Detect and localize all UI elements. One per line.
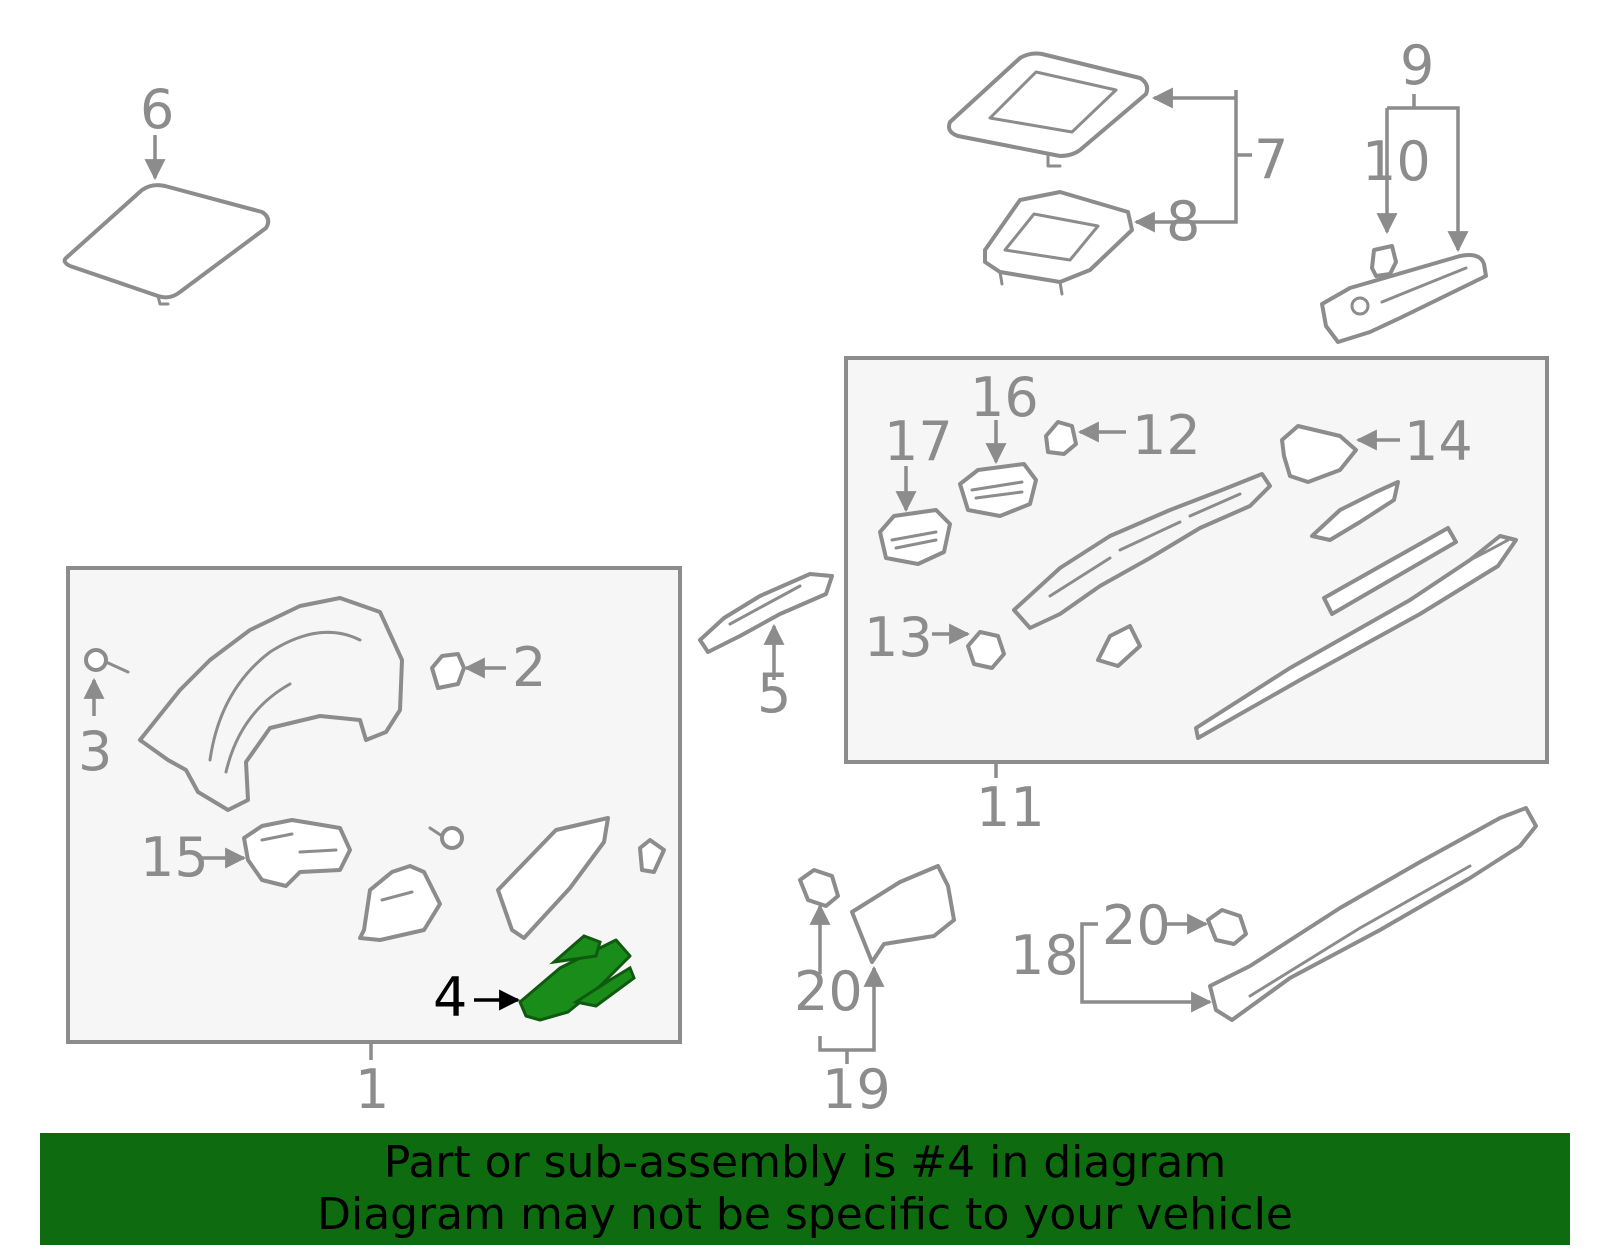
callout-18: 18	[1010, 924, 1079, 987]
callout-14: 14	[1404, 410, 1473, 473]
part-small-cap	[638, 838, 666, 874]
callout-19: 19	[822, 1058, 891, 1121]
callout-7: 7	[1254, 128, 1288, 191]
info-banner: Part or sub-assembly is #4 in diagram Di…	[40, 1133, 1570, 1245]
banner-line-1: Part or sub-assembly is #4 in diagram	[383, 1137, 1227, 1188]
part-17-vent	[878, 508, 952, 566]
assembly-11-box	[844, 356, 1549, 764]
part-20-clip-a	[798, 868, 840, 908]
part-10-clip	[1370, 244, 1398, 278]
part-20-clip-b	[1206, 908, 1248, 946]
part-cap-11	[1096, 624, 1142, 668]
part-12-clip	[1044, 420, 1078, 456]
part-wire-strip	[1194, 534, 1518, 740]
part-7-bezel	[947, 51, 1150, 168]
part-15-bracket	[242, 818, 352, 888]
part-bracket-small	[358, 864, 442, 942]
parts-diagram: 1 2 3 4 5 6 7 8 9 10 11 12 13 14 15 16 1…	[62, 34, 1549, 1121]
callout-20-lower: 20	[794, 960, 863, 1023]
part-trim-panel	[496, 816, 610, 940]
callout-5: 5	[757, 662, 791, 725]
callout-16: 16	[970, 366, 1039, 429]
part-duct	[1012, 472, 1272, 630]
callout-20-upper: 20	[1102, 894, 1171, 957]
banner-line-2: Diagram may not be specific to your vehi…	[317, 1189, 1293, 1240]
callout-6: 6	[140, 78, 174, 141]
callout-15: 15	[140, 826, 209, 889]
part-trim-strip	[1322, 526, 1458, 616]
part-9-handle	[1320, 253, 1488, 344]
callout-3: 3	[78, 720, 112, 783]
callout-4: 4	[433, 966, 467, 1029]
callout-17: 17	[884, 410, 953, 473]
part-18-sill	[1208, 806, 1538, 1022]
part-1-cluster-housing	[138, 596, 404, 812]
callout-10: 10	[1362, 130, 1431, 193]
part-8-frame	[983, 190, 1134, 296]
part-4-highlighted	[518, 934, 636, 1022]
callout-12: 12	[1132, 404, 1201, 467]
part-6-cover	[62, 183, 271, 306]
part-clip-13	[966, 630, 1006, 670]
callout-2: 2	[512, 636, 546, 699]
callout-8: 8	[1166, 190, 1200, 253]
callout-9: 9	[1400, 34, 1434, 97]
part-16-vent	[958, 462, 1038, 518]
part-3-screw	[84, 648, 130, 674]
part-screw-small	[428, 826, 464, 850]
callout-1: 1	[355, 1058, 389, 1121]
part-bracket-14b	[1310, 480, 1400, 542]
part-19-trim	[850, 864, 956, 964]
part-5-strip	[698, 572, 834, 654]
callout-11: 11	[976, 776, 1045, 839]
part-14-bracket	[1280, 424, 1358, 484]
callout-13: 13	[864, 606, 933, 669]
